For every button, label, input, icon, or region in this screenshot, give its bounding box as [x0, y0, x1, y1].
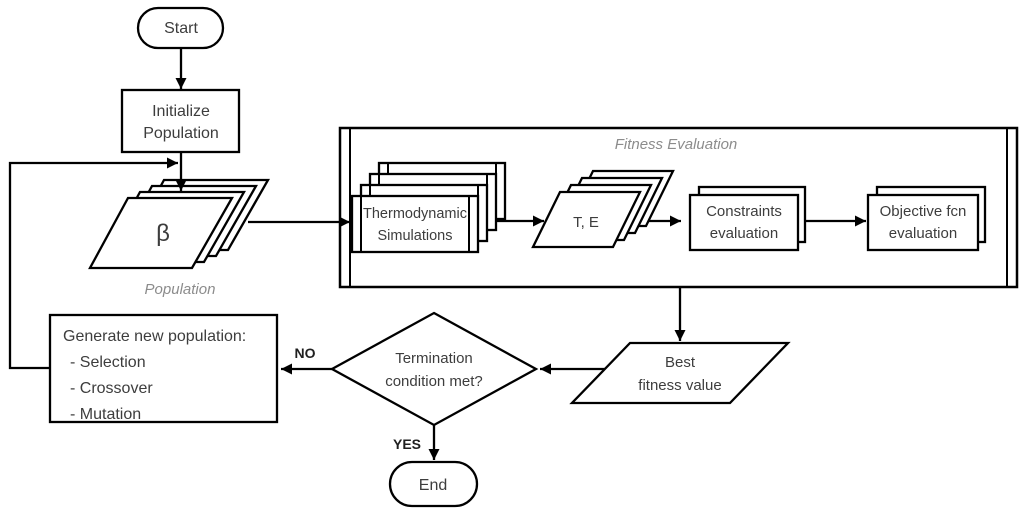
te-parallelogram: [531, 190, 642, 249]
generate-new-population-box: [48, 313, 279, 424]
no-edge-label: NO: [295, 345, 316, 361]
te-label: T, E: [573, 214, 599, 231]
generate-label-line4: - Mutation: [70, 406, 141, 423]
start-oval: [136, 6, 225, 50]
initialize-label-line2: Population: [143, 125, 219, 142]
termination-label-line1: Termination: [395, 350, 473, 367]
end-oval: [388, 460, 479, 508]
objective-label-line1: Objective fcn: [880, 203, 967, 220]
te-stack: [531, 169, 675, 249]
population-stack: [88, 178, 270, 270]
edge-generate-loop-back: [8, 157, 178, 370]
objective-fcn-evaluation-node: [866, 185, 987, 252]
generate-label-line2: - Selection: [70, 354, 146, 371]
best-fitness-label-line2: fitness value: [638, 377, 721, 394]
objective-fcn-evaluation-box: [866, 193, 980, 252]
termination-diamond: [329, 311, 539, 427]
generate-label-line3: - Crossover: [70, 380, 153, 397]
labels: Start Initialize Population β Population…: [63, 20, 966, 494]
population-parallelogram: [88, 196, 234, 270]
objective-label-line2: evaluation: [889, 225, 957, 242]
initialize-population-node: [120, 88, 241, 154]
generate-new-population-node: [48, 313, 279, 424]
thermodynamic-simulations-box: [350, 194, 480, 254]
start-node: [136, 6, 225, 50]
constraints-evaluation-box: [688, 193, 800, 252]
best-fitness-parallelogram: [569, 341, 791, 405]
initialize-label-line1: Initialize: [152, 103, 210, 120]
constraints-label-line2: evaluation: [710, 225, 778, 242]
constraints-evaluation-node: [688, 185, 807, 252]
constraints-label-line1: Constraints: [706, 203, 782, 220]
best-fitness-value-node: [569, 341, 791, 405]
fitness-evaluation-label: Fitness Evaluation: [615, 136, 738, 153]
edges: [8, 48, 866, 460]
population-beta-symbol: β: [156, 220, 170, 247]
thermo-label-line2: Simulations: [378, 228, 453, 244]
initialize-population-box: [120, 88, 241, 154]
end-label: End: [419, 477, 447, 494]
termination-label-line2: condition met?: [385, 373, 483, 390]
start-label: Start: [164, 20, 198, 37]
population-caption: Population: [145, 281, 216, 298]
thermodynamic-simulations-stack: [350, 161, 507, 254]
termination-condition-node: [329, 311, 539, 427]
best-fitness-label-line1: Best: [665, 354, 696, 371]
yes-edge-label: YES: [393, 436, 421, 452]
generate-label-line1: Generate new population:: [63, 328, 246, 345]
thermo-label-line1: Thermodynamic: [363, 206, 467, 222]
end-node: [388, 460, 479, 508]
